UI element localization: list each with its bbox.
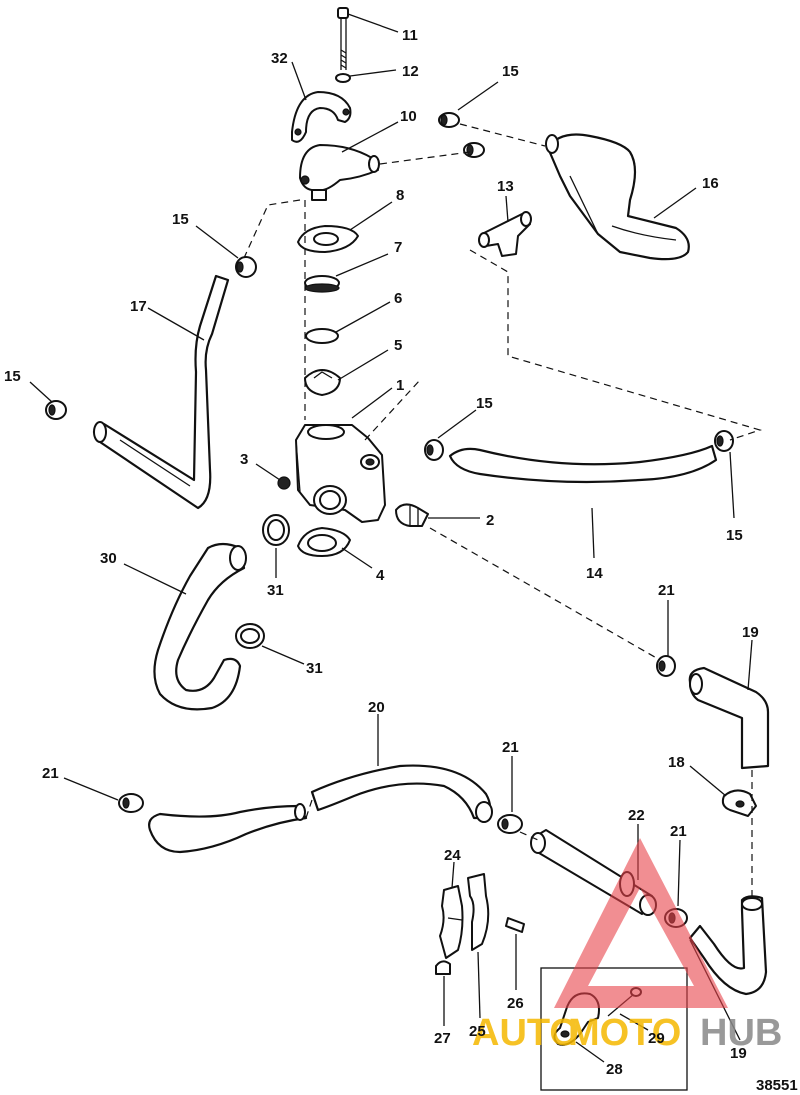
callout-labels: 11 12 32 15 10 13 16 8 15 7 6 17 5 15 1 … bbox=[4, 27, 759, 1078]
callout-label: 29 bbox=[648, 1030, 665, 1047]
callout-label: 28 bbox=[606, 1061, 623, 1078]
hose-19-lower bbox=[688, 895, 768, 996]
watermark-text-auto: AUTO bbox=[472, 1012, 579, 1054]
callout-label: 30 bbox=[100, 550, 117, 567]
watermark: AUTO MOTO HUB bbox=[472, 838, 782, 1054]
callout-label: 6 bbox=[394, 290, 402, 307]
clip-18 bbox=[721, 789, 757, 817]
callout-label: 21 bbox=[658, 582, 675, 599]
clamp-15-hose14-right bbox=[714, 430, 734, 452]
callout-label: 2 bbox=[486, 512, 494, 529]
hose-20 bbox=[148, 764, 493, 854]
clamp-15-left bbox=[235, 256, 257, 278]
callout-label: 21 bbox=[670, 823, 687, 840]
clamp-25 bbox=[467, 873, 490, 951]
callout-label: 19 bbox=[742, 624, 759, 641]
callout-label: 18 bbox=[668, 754, 685, 771]
fitting bbox=[395, 503, 429, 527]
callout-label: 26 bbox=[507, 995, 524, 1012]
callout-label: 21 bbox=[42, 765, 59, 782]
callout-label: 25 bbox=[469, 1023, 486, 1040]
clamp-31-top bbox=[262, 514, 290, 546]
hose-14 bbox=[448, 444, 718, 484]
callout-label: 3 bbox=[240, 451, 248, 468]
callout-label: 15 bbox=[476, 395, 493, 412]
clamp-15-hose14-left bbox=[424, 439, 444, 461]
bolt bbox=[337, 7, 349, 70]
clamp-24 bbox=[439, 885, 464, 959]
housing-cover bbox=[299, 144, 380, 201]
watermark-text-hub: HUB bbox=[700, 1012, 782, 1054]
callout-label: 14 bbox=[586, 565, 603, 582]
callout-label: 31 bbox=[306, 660, 323, 677]
callout-label: 11 bbox=[402, 27, 418, 44]
seal bbox=[305, 328, 339, 344]
clamp-21-left bbox=[118, 793, 144, 813]
thermostat-housing bbox=[295, 424, 386, 523]
callout-label: 16 bbox=[702, 175, 719, 192]
clamp-15-top bbox=[438, 112, 460, 128]
clamp-21-right bbox=[656, 655, 676, 677]
callout-label: 8 bbox=[396, 187, 404, 204]
clamp-15-far-left bbox=[45, 400, 67, 420]
callout-label: 4 bbox=[376, 567, 385, 584]
callout-label: 21 bbox=[502, 739, 519, 756]
callout-label: 24 bbox=[444, 847, 461, 864]
callout-label: 31 bbox=[267, 582, 284, 599]
plug bbox=[277, 476, 291, 490]
hose-30 bbox=[153, 542, 247, 711]
callout-label: 15 bbox=[172, 211, 189, 228]
clamp-31-bottom bbox=[235, 623, 265, 649]
callout-label: 19 bbox=[730, 1045, 747, 1062]
watermark-text-moto: MOTO bbox=[568, 1012, 681, 1054]
callout-label: 27 bbox=[434, 1030, 451, 1047]
figure-number: 38551 bbox=[756, 1077, 798, 1094]
bracket bbox=[291, 91, 352, 143]
callout-label: 22 bbox=[628, 807, 645, 824]
gasket bbox=[297, 225, 359, 253]
hose-19-upper bbox=[688, 666, 770, 770]
washer bbox=[335, 73, 351, 83]
inset-box bbox=[540, 967, 688, 1091]
callout-label: 12 bbox=[402, 63, 419, 80]
hose-16 bbox=[545, 133, 690, 261]
cap bbox=[435, 960, 451, 975]
callout-label: 15 bbox=[502, 63, 519, 80]
callout-label: 10 bbox=[400, 108, 417, 125]
housing-gasket bbox=[297, 527, 351, 557]
rivet bbox=[505, 917, 525, 933]
callout-label: 20 bbox=[368, 699, 385, 716]
callout-label: 1 bbox=[396, 377, 404, 394]
callout-label: 15 bbox=[726, 527, 743, 544]
callout-label: 15 bbox=[4, 368, 21, 385]
callout-label: 5 bbox=[394, 337, 402, 354]
callout-label: 17 bbox=[130, 298, 147, 315]
callout-label: 7 bbox=[394, 239, 402, 256]
o-ring bbox=[304, 275, 340, 293]
thermostat bbox=[304, 369, 341, 396]
callout-label: 32 bbox=[271, 50, 288, 67]
callout-label: 13 bbox=[497, 178, 514, 195]
alignment-lines bbox=[243, 123, 763, 898]
clamp-21-mid bbox=[497, 814, 523, 834]
tee-fitting bbox=[478, 211, 532, 257]
clamp-15-mid bbox=[463, 142, 485, 158]
hose-17 bbox=[92, 274, 230, 510]
